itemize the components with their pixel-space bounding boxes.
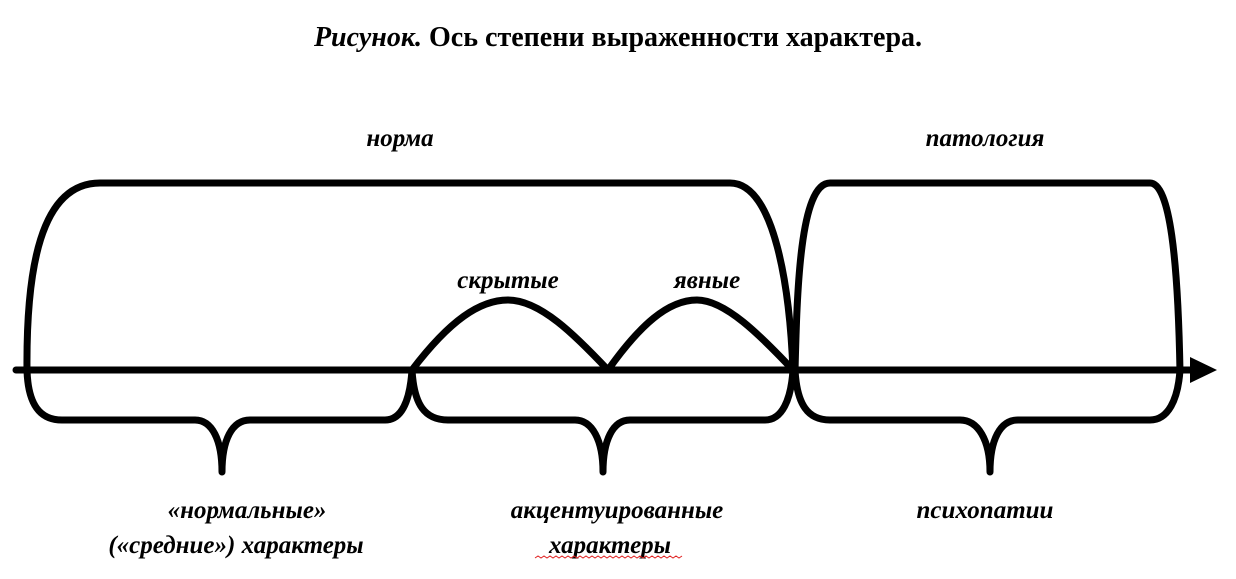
psychopathy-brace xyxy=(791,366,1184,476)
hidden-accent-curve xyxy=(408,296,612,374)
pathology-bracket xyxy=(791,179,1184,376)
label-normal-line2: («средние») характеры xyxy=(108,532,363,559)
label-norm: норма xyxy=(366,125,433,152)
explicit-accent-curve xyxy=(604,296,797,374)
accent-brace xyxy=(408,366,797,476)
label-hidden: скрытые xyxy=(457,267,559,294)
label-accent-line2: характеры xyxy=(548,532,671,559)
label-explicit: явные xyxy=(673,267,740,294)
label-accent-line1: акцентуированные xyxy=(511,497,724,524)
label-pathology: патология xyxy=(926,125,1045,152)
norm-bracket xyxy=(23,179,797,376)
normal-brace xyxy=(23,366,416,476)
axis-arrow-icon xyxy=(1190,357,1217,383)
label-psychopathy: психопатии xyxy=(917,497,1054,524)
spellcheck-underline xyxy=(534,555,683,559)
figure-title: Рисунок. Ось степени выраженности характ… xyxy=(313,22,922,53)
label-normal-line1: «нормальные» xyxy=(168,497,327,524)
